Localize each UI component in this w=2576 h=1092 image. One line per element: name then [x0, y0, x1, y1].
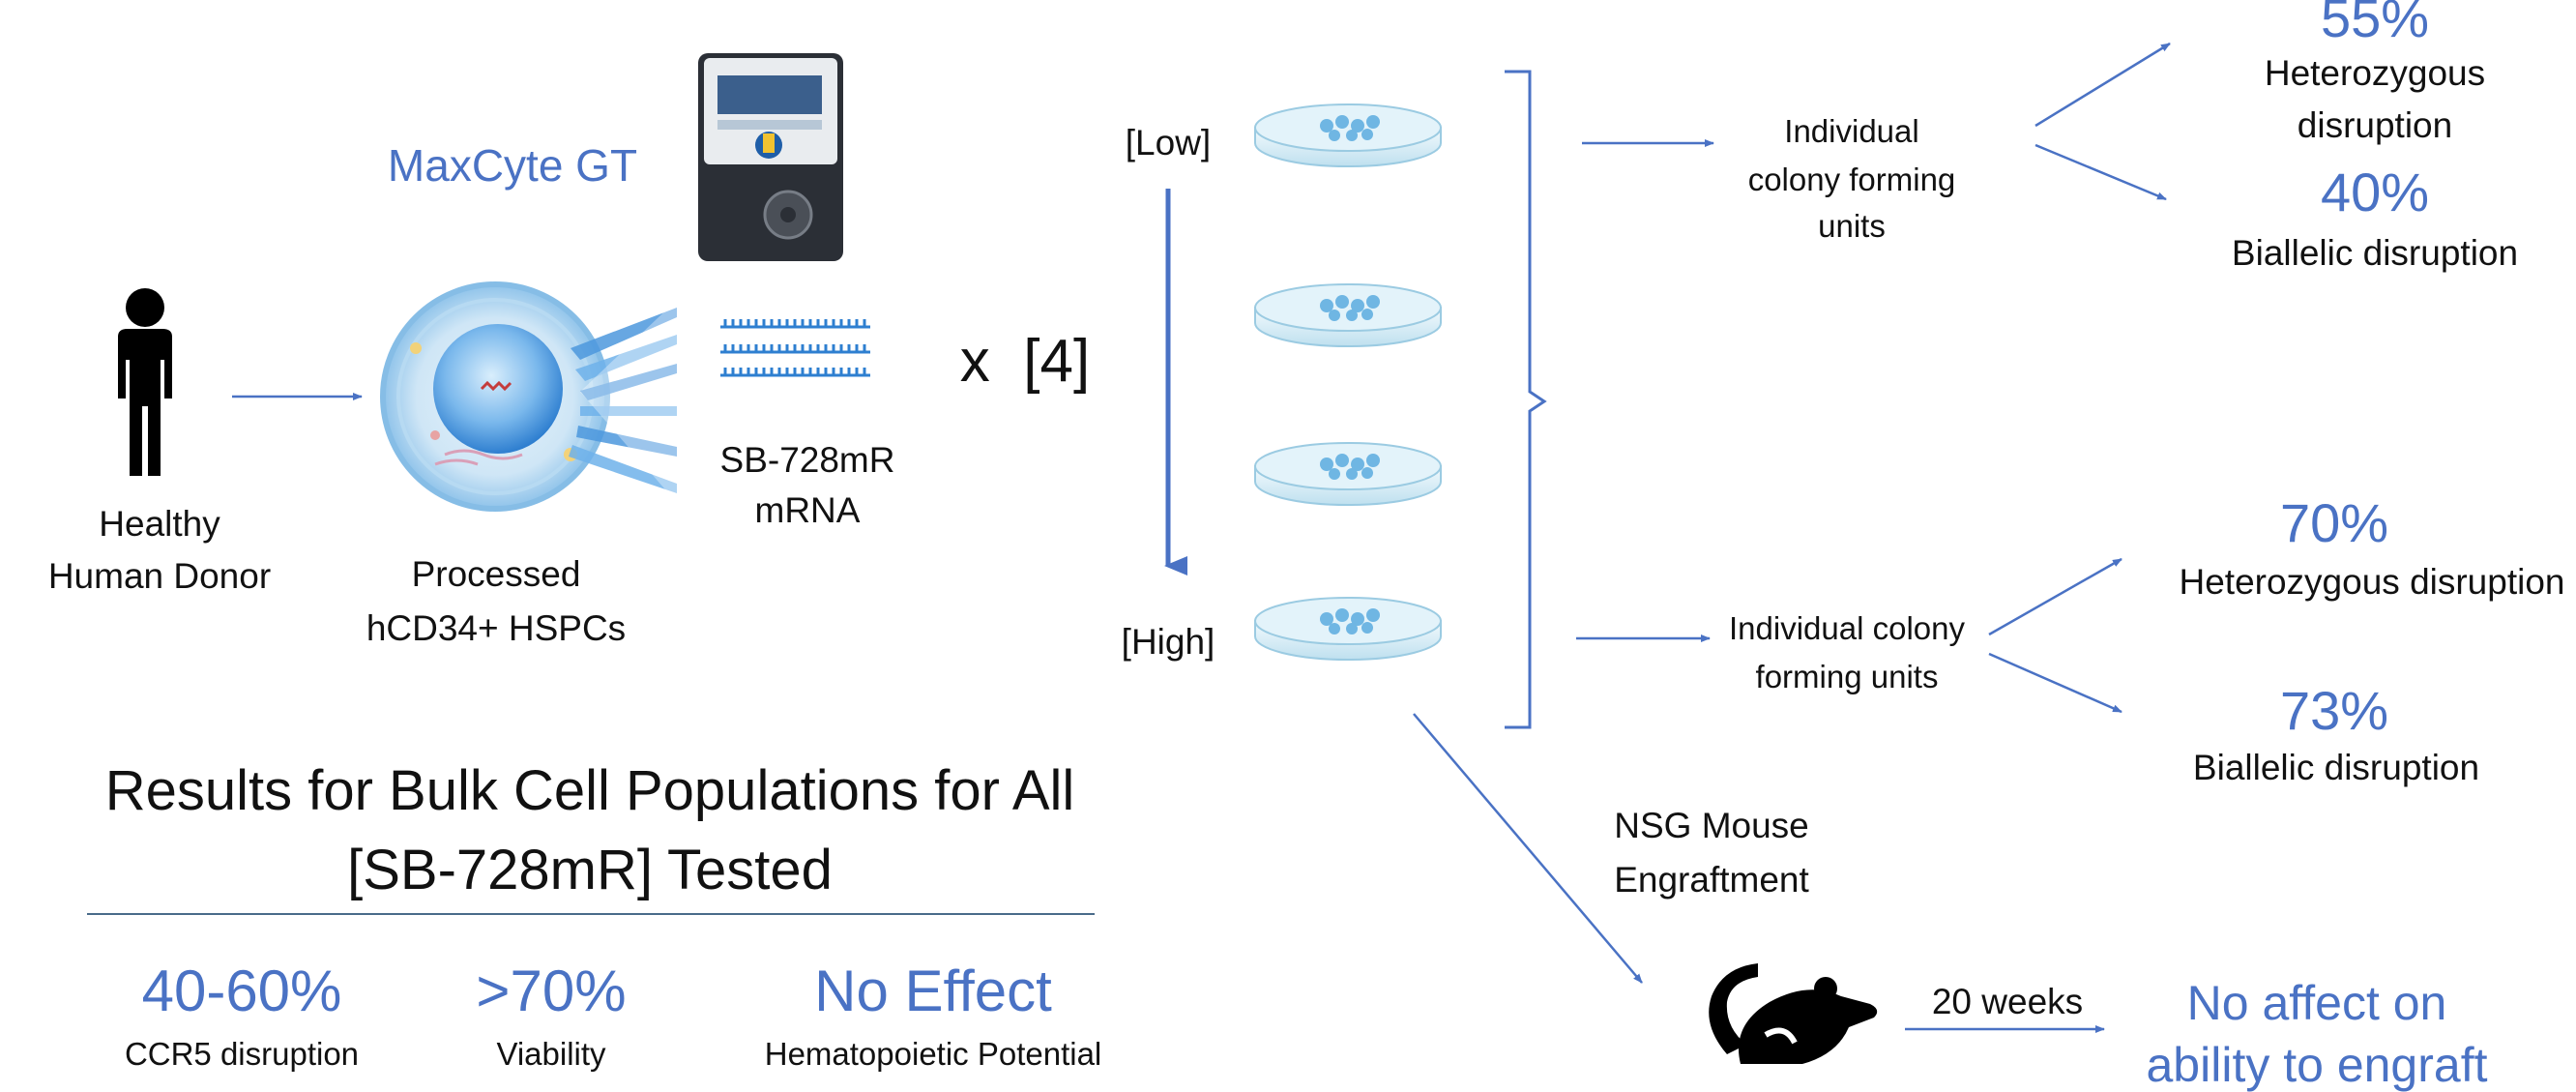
mrna-label-line2: mRNA: [754, 490, 861, 530]
device-title: MaxCyte GT: [387, 140, 638, 191]
bottom-biallelic-label: Biallelic disruption: [2192, 748, 2480, 787]
bulk-metric-ccr5-value: 40-60%: [141, 959, 342, 1023]
bulk-metric-ccr5-label: CCR5 disruption: [124, 1036, 360, 1072]
top-biallelic-value: 40%: [2320, 162, 2430, 222]
top-cfu-label-line3: units: [1818, 208, 1886, 244]
bottom-biallelic-value: 73%: [2279, 680, 2389, 741]
low-concentration-label: [Low]: [1125, 123, 1212, 162]
bulk-metric-viability-label: Viability: [496, 1036, 606, 1072]
mrna-strands-icon: [720, 319, 870, 377]
petri-dish-2: [1254, 283, 1442, 347]
person-icon: [118, 288, 172, 476]
petri-dish-1: [1254, 103, 1442, 167]
arrow-top-heterozygous: [2034, 42, 2171, 128]
mouse-result-line1: No affect on: [2186, 976, 2447, 1030]
bottom-heterozygous-label: Heterozygous disruption: [2179, 562, 2565, 602]
arrow-top-biallelic: [2034, 143, 2167, 201]
bulk-metric-hematopoietic-label: Hematopoietic Potential: [764, 1036, 1102, 1072]
dose-multiplier: x [4]: [959, 328, 1091, 395]
high-concentration-label: [High]: [1121, 622, 1215, 662]
mouse-icon: [1709, 963, 1878, 1064]
mouse-duration-label: 20 weeks: [1931, 982, 2084, 1021]
mrna-label-line1: SB-728mR: [719, 440, 895, 480]
top-cfu-label-line2: colony forming: [1747, 162, 1956, 197]
bulk-metric-hematopoietic-value: No Effect: [814, 959, 1052, 1023]
top-heterozygous-label-line2: disruption: [2297, 105, 2453, 145]
bulk-title-line1: Results for Bulk Cell Populations for Al…: [104, 759, 1075, 822]
arrow-bottom-biallelic: [1988, 652, 2122, 714]
cell-label-line1: Processed: [411, 554, 581, 594]
top-heterozygous-value: 55%: [2320, 0, 2430, 48]
mouse-result-line2: ability to engraft: [2146, 1038, 2488, 1092]
bottom-cfu-label-line1: Individual colony: [1729, 610, 1965, 646]
top-cfu-label-line1: Individual: [1784, 113, 1919, 149]
electroporation-device-icon: [698, 53, 843, 261]
donor-label-line1: Healthy: [99, 504, 220, 544]
stem-cell-icon: [380, 281, 677, 512]
top-heterozygous-label-line1: Heterozygous: [2264, 53, 2486, 93]
mouse-label-line2: Engraftment: [1614, 860, 1809, 900]
bulk-metric-viability-value: >70%: [476, 959, 627, 1023]
cell-label-line2: hCD34+ HSPCs: [366, 608, 627, 648]
bottom-heterozygous-value: 70%: [2279, 492, 2389, 553]
dish-bracket: [1505, 70, 1547, 729]
donor-label-line2: Human Donor: [47, 556, 272, 596]
bulk-title-line2: [SB-728mR] Tested: [347, 839, 833, 901]
mouse-label-line1: NSG Mouse: [1614, 806, 1809, 845]
bottom-cfu-label-line2: forming units: [1755, 659, 1939, 694]
petri-dish-4: [1254, 597, 1442, 661]
arrow-to-mouse: [1413, 713, 1643, 984]
arrow-bottom-heterozygous: [1988, 557, 2122, 636]
petri-dish-3: [1254, 442, 1442, 506]
top-biallelic-label: Biallelic disruption: [2231, 233, 2519, 273]
